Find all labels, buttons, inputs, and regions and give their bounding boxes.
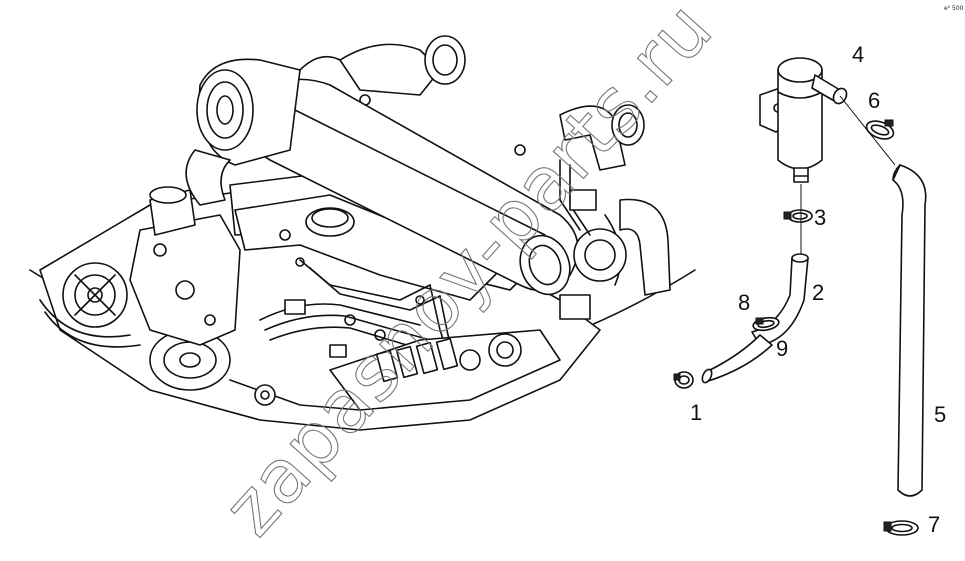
callout-9: 9 <box>776 336 788 361</box>
thermostat-housing <box>149 186 196 236</box>
callout-1: 1 <box>690 400 702 425</box>
callout-6: 6 <box>868 88 880 113</box>
breather-canister <box>759 57 848 183</box>
breather-assembly <box>673 57 927 536</box>
crank-pulley <box>149 329 231 391</box>
clamp-6 <box>865 119 895 140</box>
callouts: 1 2 3 4 5 6 7 8 9 <box>690 42 946 537</box>
injection-lines <box>259 159 591 369</box>
hose-5 <box>892 164 927 497</box>
clamp-7 <box>883 520 919 536</box>
clamp-9 <box>752 316 780 332</box>
callout-4: 4 <box>852 42 864 67</box>
clamp-1 <box>673 371 694 389</box>
callout-2: 2 <box>812 280 824 305</box>
timing-cover <box>129 214 241 346</box>
callout-5: 5 <box>934 402 946 427</box>
hose-2 <box>751 253 809 346</box>
oil-filler-cap <box>305 207 355 237</box>
valve-cover <box>234 194 501 301</box>
engine-assembly <box>29 35 696 431</box>
tube-8 <box>701 334 773 384</box>
coolant-hoses <box>559 104 671 296</box>
corner-code: e⁰ 500 <box>944 5 964 12</box>
callout-3: 3 <box>814 205 826 230</box>
alternator <box>39 262 141 348</box>
callout-7: 7 <box>928 512 940 537</box>
callout-8: 8 <box>738 290 750 315</box>
turbocharger <box>185 35 466 206</box>
clamp-3 <box>783 209 813 223</box>
